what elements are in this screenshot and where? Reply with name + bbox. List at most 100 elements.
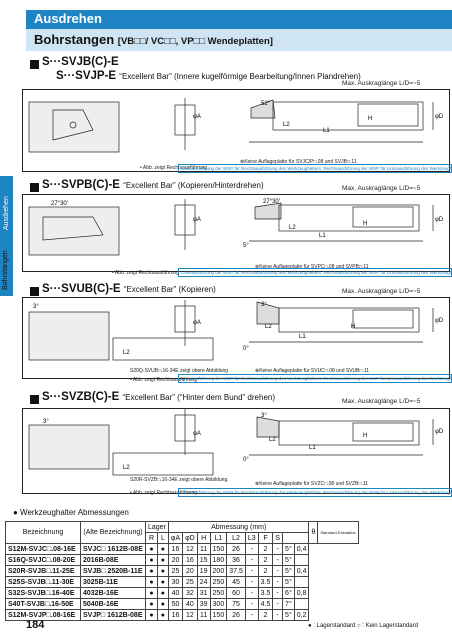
svg-text:H: H <box>368 116 372 122</box>
page-title: Bohrstangen <box>34 32 115 47</box>
table-cell-S: - <box>272 598 284 610</box>
svg-text:L1: L1 <box>309 445 316 451</box>
table-cell-L2: 75 <box>226 598 246 610</box>
tool-drawing: L2 L1 H φD φA 52° <box>28 98 444 153</box>
drawing-panel: L2 L1 H φD φA 27°30' 27°30' 5° <box>22 194 450 272</box>
svg-text:L1: L1 <box>323 128 330 134</box>
handed-note: Linksausführung der WSP für Rechtsausfüh… <box>178 488 452 497</box>
table-cell-re <box>293 576 310 588</box>
section-title: S···SVJB(C)-E <box>42 56 119 68</box>
table-cell-A: 16 <box>167 609 184 621</box>
table-cell-L: ● <box>156 587 169 599</box>
category-title: Ausdrehen <box>34 11 102 26</box>
svg-text:L1: L1 <box>299 334 306 340</box>
table-cell-S: - <box>272 609 284 621</box>
table-cell-alt: 3025B-11E <box>80 576 146 588</box>
table-cell-alt: 2016B-08E <box>80 554 146 566</box>
table-cell-name: S16Q-SVJC□.08-20E <box>5 554 81 566</box>
svg-text:0°: 0° <box>243 457 249 463</box>
subhead-cell: φD <box>182 532 198 544</box>
col-header: θ <box>308 521 319 544</box>
svg-text:L2: L2 <box>123 465 130 471</box>
table-cell-alt: SVJP□ 1612B-08E <box>80 609 146 621</box>
table-cell-H: 15 <box>196 554 211 566</box>
table-cell-alt: 4032B-16E <box>80 587 146 599</box>
subhead-cell: F <box>257 532 274 544</box>
section-marker <box>30 287 39 296</box>
svg-text:φD: φD <box>435 217 444 223</box>
col-header: (Alte Bezeichnung) <box>80 521 146 544</box>
col-header: Standard-Eckradius <box>317 521 359 544</box>
table-cell-A: 40 <box>167 587 184 599</box>
table-cell-alt: SVJB□ 2520B-11E <box>80 565 146 577</box>
col-header: Abmessung (mm) <box>167 521 310 533</box>
plate-note: ⊗Keine Auflageplatte für SVJC/P□.08 und … <box>240 159 357 165</box>
plate-note: ⊗Keine Auflageplatte für SVPC□.08 und SV… <box>255 264 369 270</box>
table-cell-D: 12 <box>182 543 198 555</box>
table-cell-theta: 5° <box>282 576 295 588</box>
subhead-cell: L3 <box>244 532 259 544</box>
svg-text:φD: φD <box>435 114 444 120</box>
max-overhang: Max. Auskraglänge L/D=~5 <box>342 288 421 295</box>
drawing-panel: L2 L1 H φD φA 3° 3° 0° L2 <box>22 297 450 379</box>
subhead-cell: L <box>156 532 169 544</box>
table-cell-H: 19 <box>196 565 211 577</box>
table-cell-L: ● <box>156 576 169 588</box>
table-cell-A: 50 <box>167 598 184 610</box>
table-cell-R: ● <box>145 554 158 566</box>
table-cell-A: 30 <box>167 576 184 588</box>
table-cell-R: ● <box>145 587 158 599</box>
table-cell-L3: - <box>244 587 259 599</box>
page-number: 184 <box>26 619 45 631</box>
side-tab-label: Ausdrehen <box>3 196 10 230</box>
tool-drawing: L2 L1 H φD φA 3° 3° 0° L2 <box>28 409 444 476</box>
table-cell-theta: 5° <box>282 609 295 621</box>
table-cell-R: ● <box>145 609 158 621</box>
svg-text:5°: 5° <box>243 243 249 249</box>
svg-text:3°: 3° <box>261 413 267 419</box>
table-cell-theta: 6° <box>282 587 295 599</box>
table-cell-L2: 26 <box>226 543 246 555</box>
table-cell-L2: 36 <box>226 554 246 566</box>
drawing-panel: L2 L1 H φD φA 52° <box>22 89 450 172</box>
table-cell-theta: 7° <box>282 598 295 610</box>
svg-text:L2: L2 <box>123 350 130 356</box>
table-cell-L1: 180 <box>209 554 228 566</box>
max-overhang: Max. Auskraglänge L/D=~5 <box>342 80 421 87</box>
table-cell-L3: - <box>244 576 259 588</box>
variant-note: S20R-SVZB□.16-34E zeigt obere Abbildung. <box>130 477 229 483</box>
table-cell-L3: - <box>244 609 259 621</box>
svg-text:H: H <box>351 324 355 330</box>
tool-drawing: L2 L1 H φD φA 3° 3° 0° L2 <box>28 300 444 361</box>
max-overhang: Max. Auskraglänge L/D=~5 <box>342 185 421 192</box>
table-cell-L1: 150 <box>209 609 228 621</box>
subhead-cell: S <box>272 532 284 544</box>
table-cell-F: 3.5 <box>257 587 274 599</box>
section-marker <box>30 395 39 404</box>
table-cell-S: - <box>272 587 284 599</box>
table-cell-H: 11 <box>196 543 211 555</box>
handed-note: Linksausführung der WSP für Rechtsausfüh… <box>178 164 452 173</box>
section-marker <box>30 183 39 192</box>
table-cell-L1: 200 <box>209 565 228 577</box>
table-cell-F: 4.5 <box>257 598 274 610</box>
subhead-cell: R <box>145 532 158 544</box>
svg-text:L2: L2 <box>265 324 272 330</box>
section-title: S···SVUB(C)-E “Excellent Bar” (Kopieren) <box>42 283 216 295</box>
table-cell-D: 32 <box>182 587 198 599</box>
foot-note: • Abb. zeigt Rechtsausführung <box>130 377 198 383</box>
plate-note: ⊗Keine Auflageplatte für SVUC□.08 und SV… <box>255 368 370 374</box>
svg-text:3°: 3° <box>261 302 267 308</box>
table-cell-name: S25S-SVJB□.11-30E <box>5 576 81 588</box>
section-title-2: S···SVJP-E “Excellent Bar” (Innere kugel… <box>56 70 361 82</box>
table-cell-H: 39 <box>196 598 211 610</box>
table-cell-F: 2 <box>257 543 274 555</box>
table-cell-name: S20R-SVJB□.11-25E <box>5 565 81 577</box>
handed-note: Linksausführung der WSP für Rechtsausfüh… <box>178 268 452 277</box>
